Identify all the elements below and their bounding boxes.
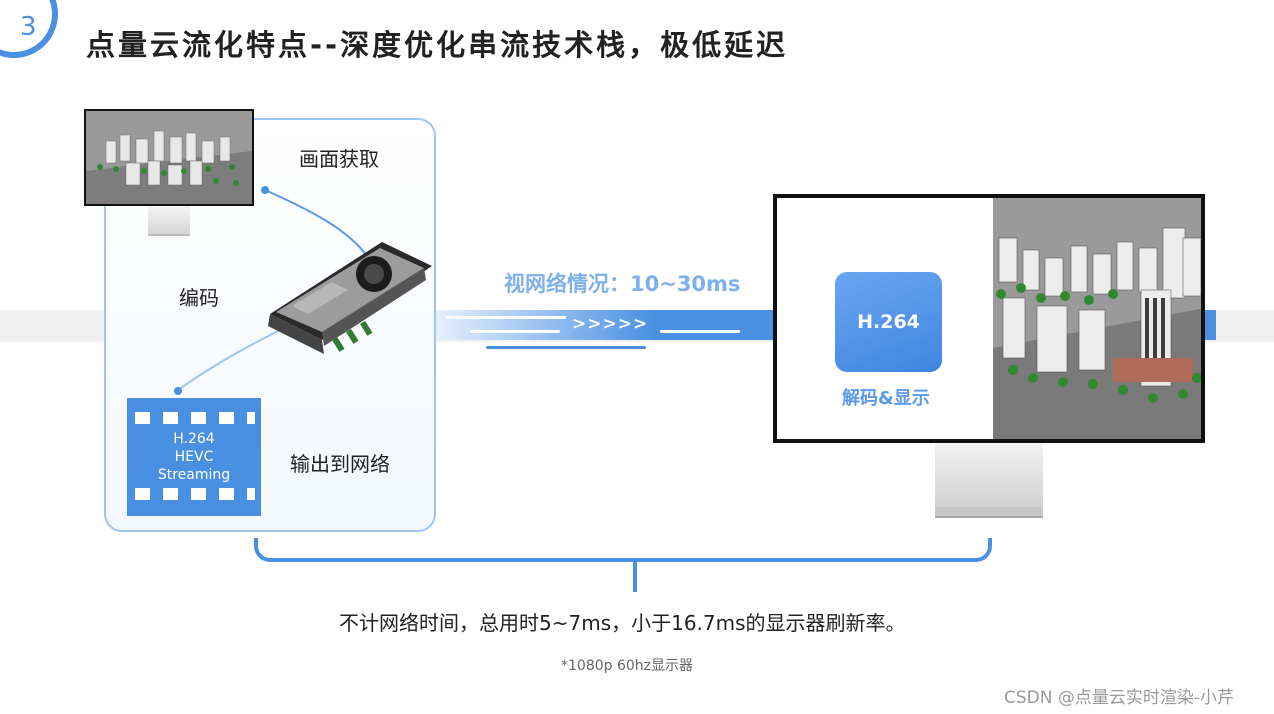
output-label: 输出到网络	[290, 452, 390, 476]
city-render-display	[993, 198, 1201, 439]
bracket-stem	[633, 560, 637, 592]
film-line-streaming: Streaming	[157, 467, 231, 483]
total-latency-bracket	[254, 538, 992, 562]
step-number: 3	[20, 12, 37, 42]
watermark: CSDN @点量云实时渲染-小芹	[1004, 688, 1235, 708]
decoder-codec-box: H.264	[835, 272, 942, 372]
speed-line	[446, 316, 566, 319]
summary-text: 不计网络时间，总用时5~7ms，小于16.7ms的显示器刷新率。	[339, 611, 906, 635]
speed-line	[470, 330, 560, 333]
render-preview-monitor	[84, 109, 254, 206]
gpu-icon	[268, 242, 432, 354]
decode-display-label: 解码&显示	[842, 388, 930, 409]
client-monitor-foot	[935, 507, 1043, 518]
small-monitor-stand	[148, 206, 190, 236]
capture-label: 画面获取	[299, 147, 379, 171]
encode-label: 编码	[179, 286, 219, 310]
speed-line	[486, 346, 646, 349]
stream-film-icon: H.264 HEVC Streaming	[127, 398, 261, 516]
film-line-h264: H.264	[173, 431, 215, 447]
city-render-thumbnail	[86, 111, 252, 204]
client-monitor	[773, 194, 1205, 443]
page-title: 点量云流化特点--深度优化串流技术栈，极低延迟	[86, 28, 789, 62]
client-monitor-stand	[935, 443, 1043, 507]
film-codec-text: H.264 HEVC Streaming	[127, 430, 261, 484]
footnote: *1080p 60hz显示器	[561, 658, 694, 674]
connector-dot-bottom	[174, 387, 182, 395]
flow-chevrons: >>>>>	[572, 314, 649, 334]
speed-line	[660, 330, 740, 333]
network-latency-label: 视网络情况：10~30ms	[504, 272, 741, 296]
film-line-hevc: HEVC	[174, 449, 214, 465]
connector-dot-top	[261, 186, 269, 194]
